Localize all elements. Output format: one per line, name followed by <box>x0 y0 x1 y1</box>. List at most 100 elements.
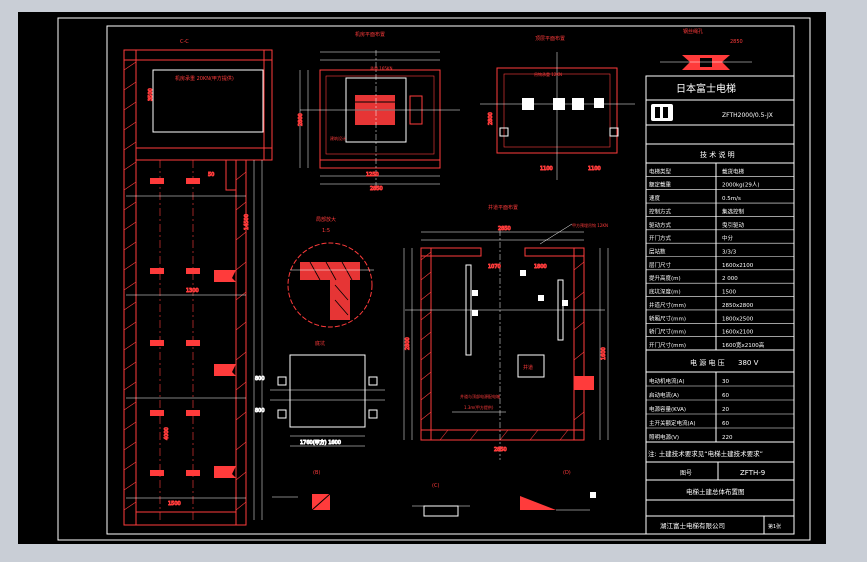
detail-c-label: (C) <box>432 483 439 489</box>
section-pit-dim: 1500 <box>168 501 181 507</box>
spec-row-label: 底坑深度(m) <box>649 288 681 296</box>
top-plan-hook-note: 吊钩承重 12KN <box>534 71 562 77</box>
sheet-number: 第1张 <box>768 523 781 530</box>
company-footer: 湖江富士电梯有限公司 <box>660 521 725 530</box>
detail-d-label: (D) <box>563 470 571 476</box>
hoistway-hook-note: 甲方预埋吊钩 12KN <box>572 222 608 228</box>
top-right-dim: 2850 <box>730 39 743 45</box>
bottom-details: (B) (C) (D) <box>272 470 596 517</box>
spec-row-label: 井道尺寸(mm) <box>649 301 686 309</box>
top-plan-label: 顶层平面布置 <box>535 35 565 42</box>
spec-row-label: 开门方式 <box>649 234 672 242</box>
model-code: ZFTH2000/0.5-JX <box>722 112 773 119</box>
drawing-border-outer <box>57 17 811 541</box>
spec-row-label: 速度 <box>649 194 661 202</box>
hoistway-center-label: 井道 <box>523 364 533 371</box>
hoistway-note-line1: 井道与顶部电源配电箱 <box>460 393 500 399</box>
title-block: 日本富士电梯 ZFTH2000/0.5-JX 技 术 说 明 电 源 电 压 3… <box>645 75 795 535</box>
voltage-label: 电 源 电 压 <box>690 358 725 367</box>
electrical-row-value: 60 <box>722 393 729 399</box>
top-right-detail: 钢丝绳孔 2850 <box>660 28 752 70</box>
electrical-row-value: 60 <box>722 421 729 427</box>
svg-text:1100: 1100 <box>540 166 553 172</box>
spec-row-value: 1600x2100 <box>722 263 754 269</box>
pit-plan-label: 底坑 <box>315 340 325 347</box>
svg-text:1070: 1070 <box>488 264 501 270</box>
svg-text:50: 50 <box>208 172 214 178</box>
top-plan: 顶层平面布置 吊钩承重 12KN 1100 1100 2800 <box>480 35 635 180</box>
top-right-detail-label: 钢丝绳孔 <box>683 28 703 35</box>
spec-row-value: 1600宽x2100高 <box>722 341 765 349</box>
hoistway-dim-width: 2850 <box>498 226 511 232</box>
svg-text:1600: 1600 <box>601 347 607 360</box>
svg-text:2850: 2850 <box>370 186 383 192</box>
spec-row-value: 中分 <box>722 234 734 242</box>
section-view: C-C 机房承重 20KN(甲方提供) <box>123 39 273 526</box>
spec-row-value: 集选控制 <box>722 207 745 215</box>
spec-row-value: 1500 <box>722 290 736 296</box>
svg-text:1800: 1800 <box>534 264 547 270</box>
electrical-row-label: 启动电流(A) <box>649 391 679 399</box>
machine-room-load-note: 承重 165KN <box>370 65 393 71</box>
drawing-no: ZFTH-9 <box>740 469 765 477</box>
spec-row-label: 层门尺寸 <box>649 261 672 269</box>
construction-note: 注: 土建技术要求见“电梯土建技术要求” <box>648 449 763 458</box>
electrical-row-label: 主开关额定电流(A) <box>649 419 696 427</box>
spec-row-label: 额定载重 <box>649 181 672 189</box>
electrical-row-label: 电动机电流(A) <box>649 377 685 385</box>
drawing-no-label: 图号 <box>680 470 692 477</box>
spec-row-value: 0.5m/s <box>722 196 741 202</box>
hoistway-plan-label: 井道平面布置 <box>488 204 518 211</box>
spec-row-label: 轿厢尺寸(mm) <box>649 314 686 322</box>
hoistway-plan: 井道平面布置 井道 2850 1070 1800 2800 <box>403 204 609 460</box>
svg-text:2800: 2800 <box>488 112 494 125</box>
svg-text:2850: 2850 <box>494 447 507 453</box>
pit-plan: 底坑 1760(甲方) 1600 800 800 <box>255 340 385 447</box>
spec-row-value: 2850x2800 <box>722 303 754 309</box>
section-view-label: C-C <box>180 39 189 45</box>
electrical-row-label: 电源容量(KVA) <box>649 405 686 413</box>
drawing-title: 电梯土建总体布置图 <box>686 487 745 496</box>
svg-text:2800: 2800 <box>298 113 304 126</box>
company-name: 日本富士电梯 <box>676 82 736 95</box>
spec-row-label: 电梯类型 <box>649 167 672 175</box>
svg-text:1250: 1250 <box>366 172 379 178</box>
spec-row-value: 3/3/3 <box>722 250 737 256</box>
detail-a-scale: 1:5 <box>322 228 330 234</box>
spec-row-value: 2 000 <box>722 276 738 282</box>
spec-row-value: 载货电梯 <box>722 167 745 175</box>
svg-text:800: 800 <box>255 408 265 414</box>
section-height-dim: 14500 <box>244 214 250 230</box>
voltage-value: 380 V <box>738 359 759 367</box>
section-view-note: 机房承重 20KN(甲方提供) <box>175 75 234 82</box>
section-floor-dim: 4000 <box>164 427 170 440</box>
spec-row-label: 驱动方式 <box>649 221 672 229</box>
electrical-table: 电动机电流(A) 30 启动电流(A) 60 电源容量(KVA) 20 主开关额定电流(A)… <box>646 377 794 443</box>
spec-row-label: 轿门尺寸(mm) <box>649 328 686 336</box>
electrical-row-value: 20 <box>722 407 729 413</box>
svg-text:800: 800 <box>255 376 265 382</box>
svg-text:1100: 1100 <box>588 166 601 172</box>
electrical-row-value: 220 <box>722 435 733 441</box>
spec-row-label: 层站数 <box>649 248 666 256</box>
spec-row-value: 1800x2500 <box>722 316 754 322</box>
detail-b-label: (B) <box>313 470 320 476</box>
svg-text:3500: 3500 <box>148 88 154 101</box>
machine-room-plan: 机房平面布置 建筑设计 承重 165KN 1250 2850 2800 <box>298 31 460 193</box>
spec-row-label: 提升高度(m) <box>649 274 681 282</box>
electrical-row-label: 照明电源(V) <box>649 433 679 441</box>
spec-row-value: 2000kg(29人) <box>722 182 759 189</box>
spec-row-label: 控制方式 <box>649 207 672 215</box>
hoistway-dim-depth: 2800 <box>405 337 411 350</box>
svg-text:1300: 1300 <box>186 288 199 294</box>
spec-row-value: 曳引驱动 <box>722 221 745 229</box>
detail-a-label: 局部放大 <box>316 216 336 223</box>
spec-row-value: 1600x2100 <box>722 330 754 336</box>
hoistway-note-line2: 1.3m(甲方提供) <box>464 404 494 410</box>
tech-spec-header: 技 术 说 明 <box>700 150 735 159</box>
spec-row-label: 开门尺寸(mm) <box>649 341 686 349</box>
electrical-row-value: 30 <box>722 379 729 385</box>
detail-a: 局部放大 1:5 <box>287 216 374 328</box>
